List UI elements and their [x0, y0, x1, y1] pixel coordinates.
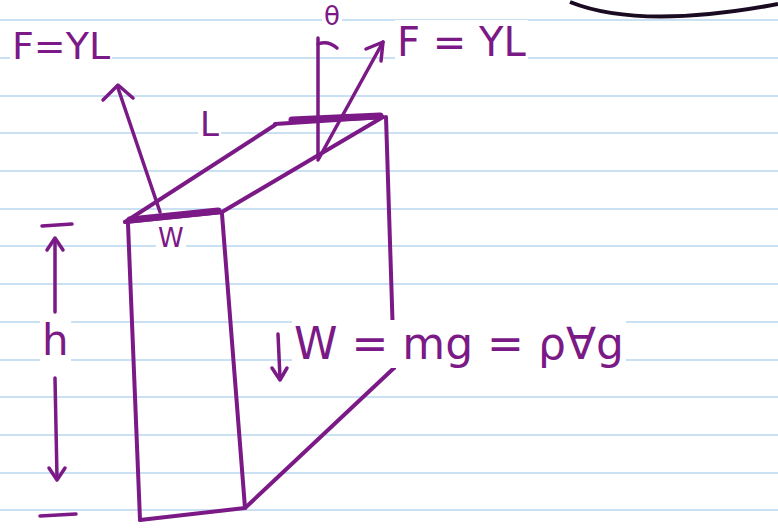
force-arrows	[103, 38, 383, 212]
plate-outline	[125, 116, 394, 520]
margin-curve	[570, 2, 778, 17]
height-label: h	[40, 318, 71, 364]
width-label: W	[156, 224, 186, 253]
notebook-lines	[0, 20, 778, 510]
weight-arrow	[272, 334, 287, 380]
length-label: L	[198, 106, 221, 143]
height-dimension	[40, 224, 76, 516]
angle-label: θ	[322, 2, 342, 31]
force-label: F = YL	[395, 20, 528, 64]
weight-equation: W = mg = ρ∀g	[292, 320, 626, 368]
force-label: F=YL	[10, 26, 112, 68]
